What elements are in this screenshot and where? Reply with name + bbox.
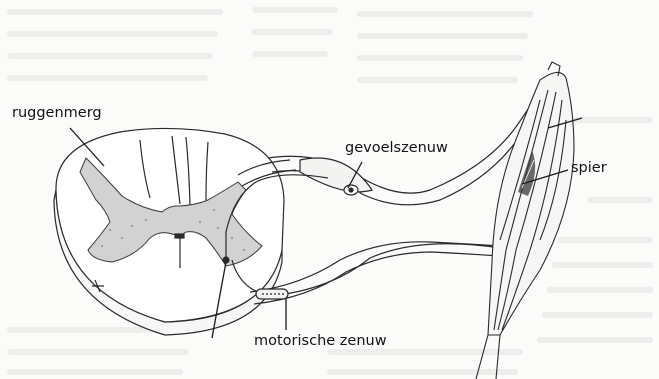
label-spier: spier [571, 161, 607, 176]
muscle [476, 62, 574, 379]
label-motorische-zenuw: motorische zenuw [254, 334, 387, 349]
label-gevoelszenuw: gevoelszenuw [345, 141, 448, 156]
spinal-cord [54, 128, 284, 335]
label-ruggenmerg: ruggenmerg [12, 106, 102, 121]
